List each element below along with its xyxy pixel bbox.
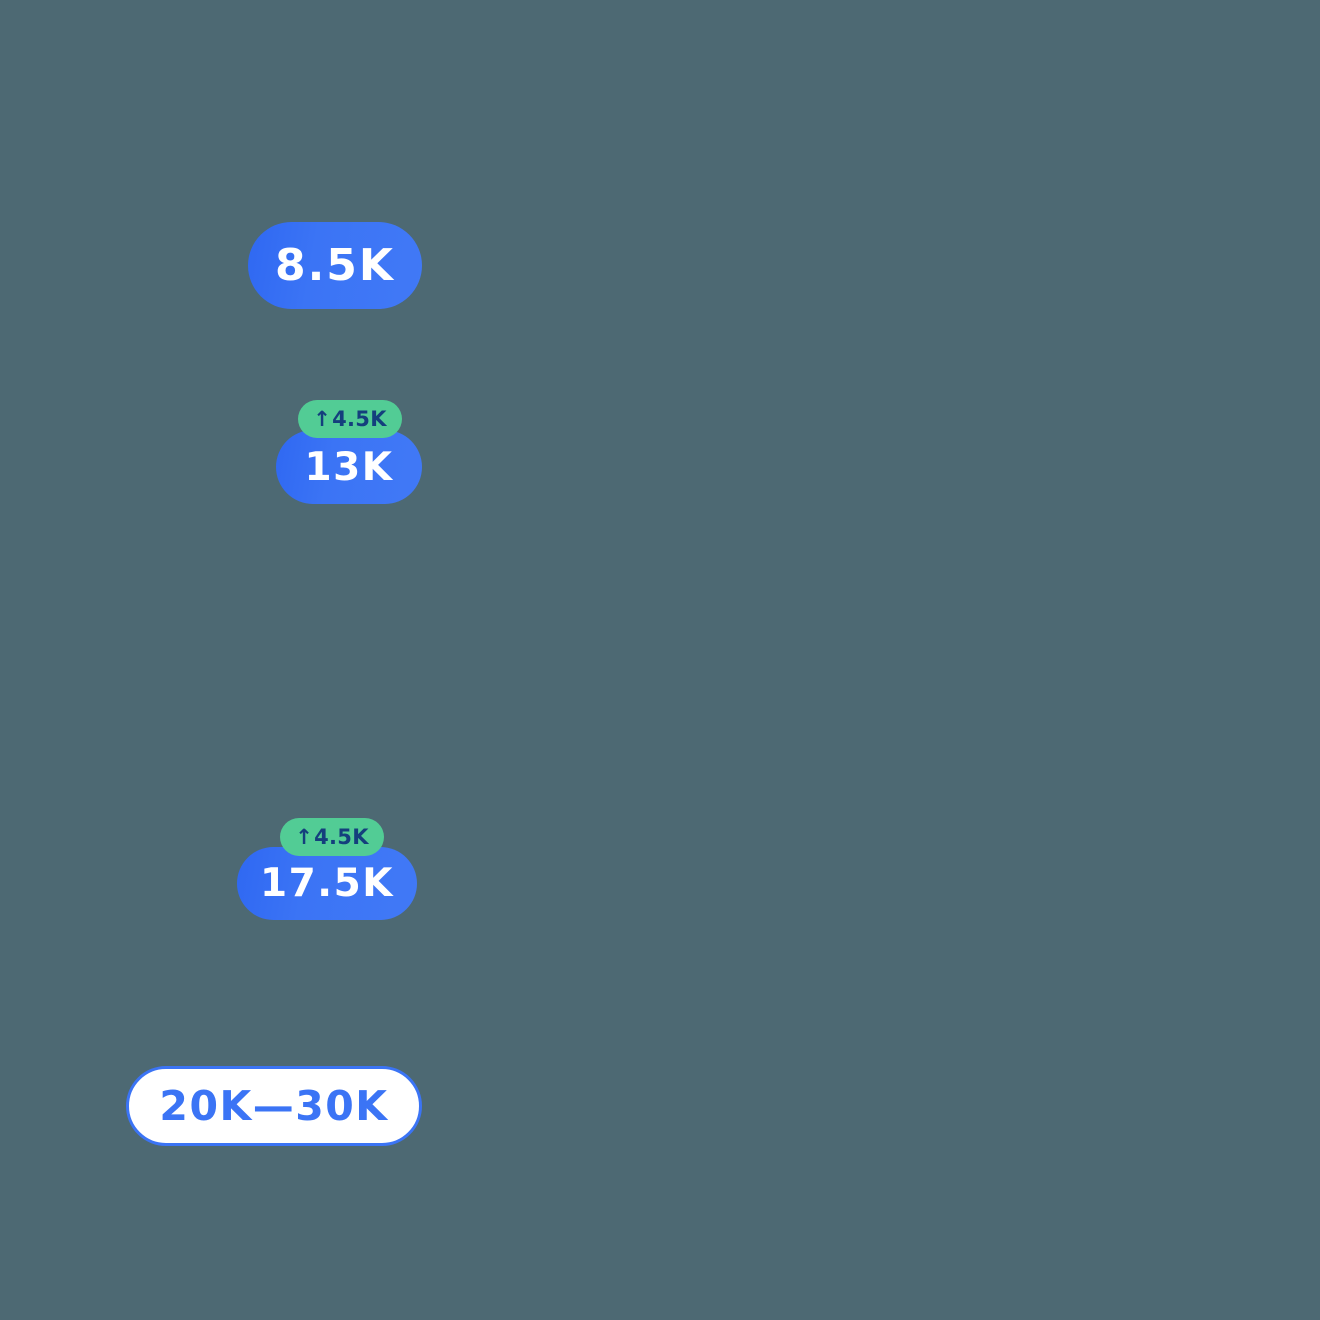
delta-badge-label: 4.5K [332,407,387,431]
stat-value-pill[interactable]: 13K [276,430,422,504]
arrow-up-icon: ↑ [313,407,332,431]
delta-badge[interactable]: ↑4.5K [280,818,384,856]
stat-value-pill[interactable]: 17.5K [237,847,417,920]
stat-value-pill[interactable]: 8.5K [248,222,422,309]
range-value-pill[interactable]: 20K—30K [126,1066,422,1146]
delta-badge[interactable]: ↑4.5K [298,400,402,438]
arrow-up-icon: ↑ [295,825,314,849]
delta-badge-label: 4.5K [314,825,369,849]
